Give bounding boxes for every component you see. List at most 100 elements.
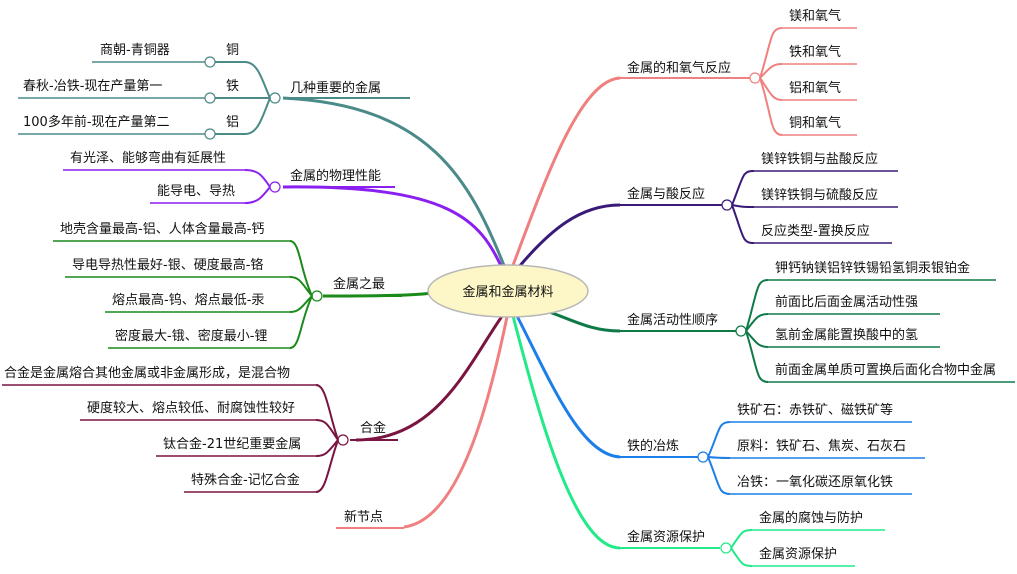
link (707, 421, 731, 458)
branch-acid-reactions: 金属与酸反应 镁锌铁铜与盐酸反应 镁锌铁铜与硫酸反应 反应类型-置换反应 (516, 151, 898, 269)
node-displacement-type[interactable]: 反应类型-置换反应 (761, 223, 870, 239)
node-alloy-properties[interactable]: 硬度较大、熔点较低、耐腐蚀性较好 (87, 400, 295, 416)
branch-line (513, 311, 621, 459)
node-iron[interactable]: 铁 (226, 79, 239, 94)
node-conductivity[interactable]: 能导电、导热 (157, 184, 235, 199)
collapse-toggle[interactable] (269, 92, 281, 104)
link (289, 295, 313, 349)
link (289, 276, 313, 297)
branch-new-node: 新节点 (336, 311, 510, 529)
link (745, 279, 769, 332)
link (759, 77, 783, 101)
branch-alloys: 合金 合金是金属熔合其他金属或非金属形成，是混合物 硬度较大、熔点较低、耐腐蚀性… (2, 311, 507, 493)
branch-label[interactable]: 新节点 (344, 509, 383, 525)
node-fe-oxygen[interactable]: 铁和氧气 (789, 44, 841, 60)
collapse-toggle[interactable] (337, 434, 349, 446)
link (731, 170, 755, 206)
branch-line (510, 311, 621, 550)
node-front-stronger[interactable]: 前面比后面金属活动性强 (775, 294, 918, 310)
branch-label[interactable]: 铁的冶炼 (627, 438, 679, 454)
link (707, 456, 731, 459)
link (730, 547, 753, 567)
link (730, 529, 753, 549)
branch-label[interactable]: 金属的物理性能 (290, 168, 381, 184)
branch-line (510, 76, 621, 269)
node-raw-materials[interactable]: 原料：铁矿石、焦炭、石灰石 (737, 439, 906, 454)
link (745, 313, 769, 332)
branch-line (282, 185, 504, 269)
node-density[interactable]: 密度最大-锇、密度最小-锂 (115, 328, 267, 344)
node-titanium-alloy[interactable]: 钛合金-21世纪重要金属 (163, 436, 301, 452)
branch-label[interactable]: 金属与酸反应 (627, 186, 705, 202)
node-displace-metal[interactable]: 前面金属单质可置换后面化合物中金属 (775, 362, 996, 378)
branch-iron-smelting: 铁的冶炼 铁矿石：赤铁矿、磁铁矿等 原料：铁矿石、焦炭、石灰石 冶铁：一氧化碳还… (513, 311, 925, 495)
link (315, 439, 339, 493)
node-cu-oxygen[interactable]: 铜和氧气 (789, 115, 841, 131)
branch-label[interactable]: 几种重要的金属 (290, 80, 381, 96)
link (244, 97, 271, 135)
node-memory-alloy[interactable]: 特殊合金-记忆合金 (191, 472, 300, 488)
node-crust-abundance[interactable]: 地壳含量最高-铝、人体含量最高-钙 (60, 221, 264, 237)
branch-oxygen-reactions: 金属的和氧气反应 镁和氧气 铁和氧气 铝和氧气 铜和氧气 (510, 8, 857, 269)
branch-label[interactable]: 合金 (360, 420, 386, 436)
collapse-toggle[interactable] (735, 325, 747, 337)
node-hcl-reaction[interactable]: 镁锌铁铜与盐酸反应 (761, 151, 878, 167)
node-aluminum[interactable]: 铝 (226, 115, 239, 130)
link (745, 330, 769, 383)
link (315, 384, 339, 441)
branch-physical-properties: 金属的物理性能 有光泽、能够弯曲有延展性 能导电、导热 (63, 150, 504, 269)
collapse-toggle[interactable] (269, 181, 281, 193)
node-displace-hydrogen[interactable]: 氢前金属能置换酸中的氢 (775, 327, 918, 343)
node-copper[interactable]: 铜 (226, 43, 239, 58)
center-ellipse[interactable] (427, 264, 589, 318)
branch-label[interactable]: 金属的和氧气反应 (627, 60, 731, 76)
node-al-oxygen[interactable]: 铝和氧气 (789, 80, 841, 96)
branch-label[interactable]: 金属活动性顺序 (627, 312, 718, 328)
collapse-toggle[interactable] (749, 72, 761, 84)
node-h2so4-reaction[interactable]: 镁锌铁铜与硫酸反应 (761, 187, 878, 203)
node-activity-order[interactable]: 钾钙钠镁铝锌铁锡铅氢铜汞银铂金 (775, 260, 970, 276)
node-iron-ores[interactable]: 铁矿石：赤铁矿、磁铁矿等 (737, 402, 893, 418)
branch-activity-series: 金属活动性顺序 钾钙钠镁铝锌铁锡铅氢铜汞银铂金 前面比后面金属活动性强 氢前金属… (519, 260, 1015, 383)
node-alloy-definition[interactable]: 合金是金属熔合其他金属或非金属形成，是混合物 (4, 365, 290, 381)
link (244, 61, 271, 99)
collapse-toggle[interactable] (697, 451, 709, 463)
node-aluminum-detail[interactable]: 100多年前-现在产量第二 (23, 114, 170, 130)
node-melting-point[interactable]: 熔点最高-钨、熔点最低-汞 (112, 292, 264, 308)
branch-label[interactable]: 金属资源保护 (627, 529, 705, 545)
link (745, 330, 769, 348)
node-mg-oxygen[interactable]: 镁和氧气 (789, 8, 841, 24)
link (244, 169, 271, 188)
collapse-toggle[interactable] (204, 92, 216, 104)
link (289, 240, 313, 297)
link (707, 456, 731, 495)
branch-line (282, 96, 507, 269)
node-co-reduction[interactable]: 冶铁：一氧化碳还原氧化铁 (737, 475, 893, 490)
node-copper-detail[interactable]: 商朝-青铜器 (100, 43, 170, 58)
collapse-toggle[interactable] (311, 290, 323, 302)
center-topic[interactable]: 金属和金属材料 (427, 264, 589, 318)
link (315, 439, 339, 457)
node-corrosion[interactable]: 金属的腐蚀与防护 (759, 510, 863, 526)
branch-important-metals: 几种重要的金属 铜 商朝-青铜器 铁 春秋-冶铁-现在产量第一 铝 100多年前… (18, 43, 507, 269)
branch-line (403, 311, 510, 529)
node-best-conductor[interactable]: 导电导热性最好-银、硬度最高-铬 (72, 257, 263, 273)
branch-line (355, 311, 507, 442)
collapse-toggle[interactable] (204, 128, 216, 140)
node-resource-protection[interactable]: 金属资源保护 (759, 546, 837, 562)
spacer (300, 238, 505, 268)
node-iron-detail[interactable]: 春秋-冶铁-现在产量第一 (23, 79, 162, 94)
collapse-toggle[interactable] (720, 542, 732, 554)
link (731, 204, 755, 208)
link (759, 63, 783, 79)
collapse-toggle[interactable] (204, 56, 216, 68)
branch-label[interactable]: 金属之最 (333, 276, 385, 292)
link (759, 77, 783, 136)
collapse-toggle[interactable] (721, 199, 733, 211)
branch-line (516, 203, 621, 269)
node-luster[interactable]: 有光泽、能够弯曲有延展性 (70, 150, 226, 166)
link (759, 27, 783, 79)
center-label[interactable]: 金属和金属材料 (462, 284, 553, 300)
